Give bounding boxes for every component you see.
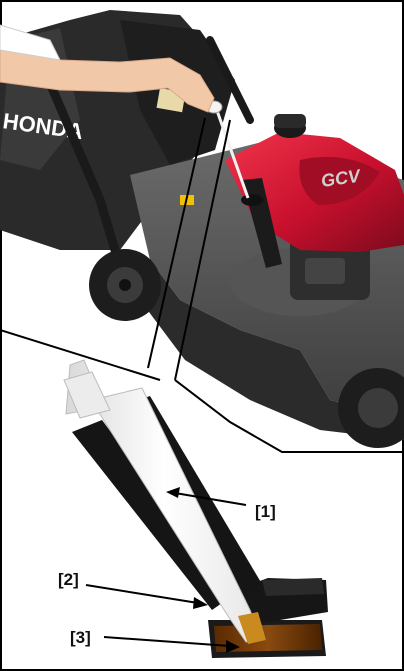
dipstick-detail: [1] [2] [3] — [58, 359, 328, 658]
dipstick-oil-mark — [238, 612, 266, 644]
front-wheel-hub — [358, 388, 398, 428]
callout-arrow-3 — [103, 636, 231, 647]
callout-arrowhead-1 — [166, 487, 180, 498]
callout-label-3: [3] — [70, 628, 91, 647]
fuel-cap-top — [274, 114, 306, 128]
engine-housing — [305, 258, 345, 284]
callout-arrowhead-3 — [226, 640, 240, 653]
callout-label-2: [2] — [58, 570, 79, 589]
deck-skirt — [140, 260, 404, 440]
engine-cover-badge — [299, 156, 380, 205]
callout-arrow-2 — [85, 584, 199, 604]
handle-bar-left — [35, 55, 123, 265]
callout-label-1: [1] — [255, 502, 276, 521]
zoom-leader-right — [174, 119, 231, 381]
callout-arrowhead-2 — [193, 597, 208, 609]
boundary-line-left — [0, 329, 161, 381]
hand — [0, 37, 215, 113]
mower-illustration: HONDA GCV — [0, 10, 404, 448]
oil-filler-neck — [241, 194, 263, 206]
handle-bar-right — [206, 36, 254, 124]
boundary-line-right — [174, 379, 404, 453]
dipstick-sleeve-left — [72, 420, 232, 610]
zoom-leader-left — [147, 117, 206, 369]
rear-wheel-axle — [119, 279, 131, 291]
callout-arrow-1 — [174, 492, 247, 506]
dipstick-inserted — [213, 104, 250, 199]
dipstick-cap-detail — [63, 371, 111, 419]
filler-neck-rim — [262, 578, 324, 596]
sleeve — [0, 24, 61, 61]
